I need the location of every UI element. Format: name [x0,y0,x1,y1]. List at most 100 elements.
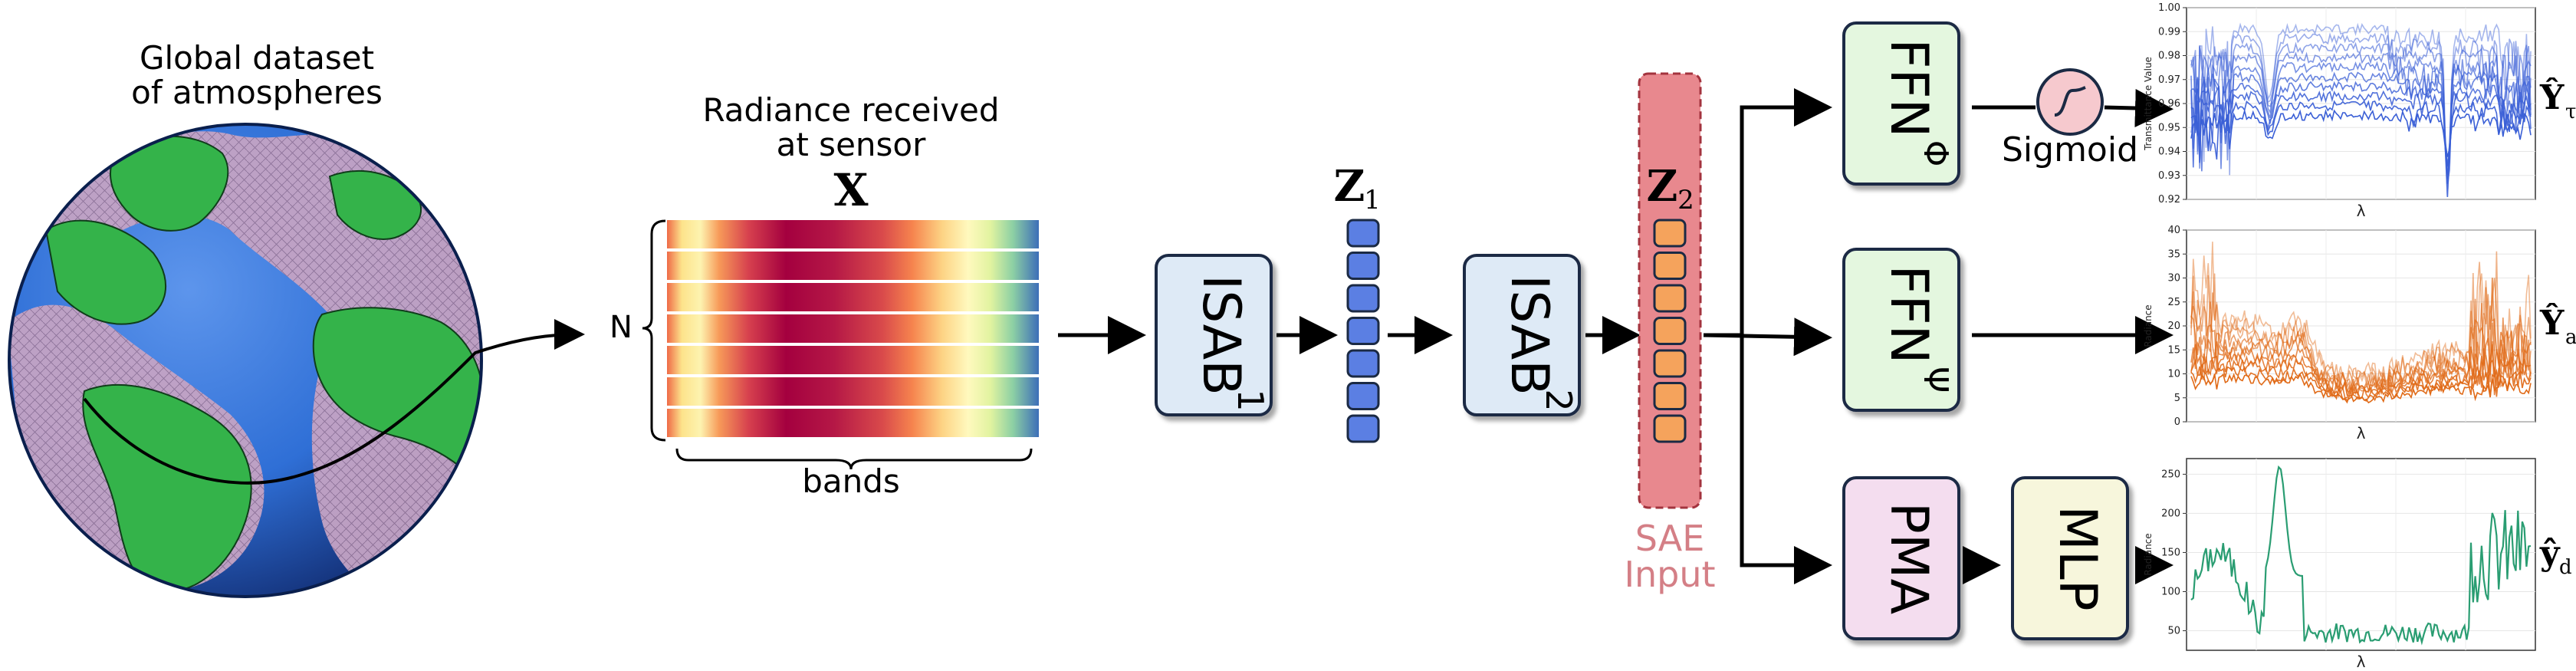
y-tick-label: 35 [2167,248,2180,260]
y-tick-label: 0.92 [2158,194,2180,206]
output-charts: 0.920.930.940.950.960.970.980.991.00Tran… [2143,2,2536,671]
z2-latent: Z 2 SAE Input [1624,72,1716,595]
bands-brace [675,448,1033,470]
isab2-label: ISAB [1499,275,1559,396]
branch-to-pma [1740,335,1832,584]
chart-series-line [2190,90,2532,166]
ffn-psi-box [1842,248,1960,412]
globe: Global dataset of atmospheres [8,39,585,598]
isab1-block: ISAB 1 [1155,254,1273,416]
europe [328,169,422,240]
latent-token [1653,317,1687,345]
latent-token [1346,317,1380,345]
radiance-title-line2: at sensor [777,126,926,163]
latent-token [1653,414,1687,443]
y-tick-label: 25 [2167,297,2180,308]
latent-token [1653,252,1687,280]
output-d-subscript: d [2559,556,2572,579]
sae-label-line1: SAE [1635,518,1705,559]
output-d-symbol: ŷ [2539,534,2561,573]
latent-token [1346,414,1380,443]
isab2-box [1463,254,1581,416]
y-tick-label: 150 [2161,547,2180,558]
output-tau-symbol: Ŷ [2539,77,2564,117]
chart-series-line [2190,108,2532,157]
chart-series-line [2190,465,2532,646]
chart-series-line [2190,61,2532,184]
y-axis-label: Radiance [2143,304,2154,347]
ffn-phi-subscript: Φ [1916,140,1955,167]
radiance-row [667,220,1039,248]
branch-to-ffn-phi [1704,88,1832,337]
globe-title-line2: of atmospheres [131,74,383,111]
rows-count-label: N [610,310,632,345]
latent-token [1346,284,1380,313]
north-america [44,219,166,325]
radiance-row [667,346,1039,374]
pma-box [1842,476,1960,640]
radiance-row [667,283,1039,311]
ffn-psi-label: FFN [1878,265,1939,363]
chart-series-line [2190,22,2532,197]
rows-brace [642,219,666,442]
y-tick-label: 40 [2167,225,2180,236]
greenland [110,135,229,232]
output-tau-subscript: τ [2565,100,2576,123]
y-tick-label: 50 [2167,625,2180,636]
ffn-phi-block: FFN Φ [1842,21,1960,186]
chart-series-line [2190,373,2532,404]
chart-series-line [2190,71,2532,179]
y-tick-label: 5 [2174,393,2180,404]
y-tick-label: 0.99 [2158,26,2180,38]
sae-label-line2: Input [1624,554,1715,595]
chart-series-line [2190,100,2532,167]
radiance-matrix: Radiance received at sensor X N bands [610,91,1039,500]
sigmoid-icon [2054,86,2086,117]
y-tick-label: 10 [2167,369,2180,380]
isab1-label: ISAB [1191,275,1251,396]
ffn-psi-subscript: Ψ [1916,367,1955,393]
pma-label: PMA [1878,502,1939,614]
arrow-to-chart-tau [2104,89,2174,127]
y-tick-label: 0 [2174,416,2180,428]
isab1-box [1155,254,1273,416]
globe-title-line1: Global dataset [140,39,374,77]
z1-tokens [1346,219,1380,443]
radiance-row [667,377,1039,406]
mlp-block: MLP [2011,476,2129,640]
chart-series-line [2190,81,2532,175]
ffn-phi-box [1842,21,1960,186]
chart-frame [2186,458,2536,651]
chart-transmittance: 0.920.930.940.950.960.970.980.991.00Tran… [2143,2,2536,220]
output-a-symbol: Ŷ [2539,302,2564,343]
z2-subscript: 2 [1677,185,1694,215]
latent-token [1346,219,1380,248]
ffn-phi-label: FFN [1878,38,1939,137]
pma-block: PMA [1842,476,1960,640]
y-tick-label: 0.97 [2158,74,2180,86]
radiance-rows [667,220,1039,437]
sigmoid-node: Sigmoid [2002,68,2138,169]
sampling-arrow [83,319,585,485]
x-axis-label: λ [2357,653,2366,671]
y-tick-label: 15 [2167,344,2180,356]
mlp-label: MLP [2047,505,2108,611]
y-tick-label: 0.94 [2158,146,2180,158]
radiance-title-line1: Radiance received [702,91,999,129]
isab2-subscript: 2 [1538,389,1579,411]
chart-series-line [2190,41,2532,197]
sigmoid-label: Sigmoid [2002,130,2138,169]
chart-series-line [2190,51,2532,184]
x-axis-label: λ [2357,424,2366,442]
latent-token [1653,349,1687,378]
radiance-row [667,409,1039,437]
y-tick-label: 1.00 [2158,2,2180,14]
y-tick-label: 200 [2161,508,2180,519]
mlp-box [2011,476,2129,640]
y-tick-label: 250 [2161,469,2180,480]
latent-token [1346,382,1380,410]
x-axis-label: λ [2357,202,2366,220]
